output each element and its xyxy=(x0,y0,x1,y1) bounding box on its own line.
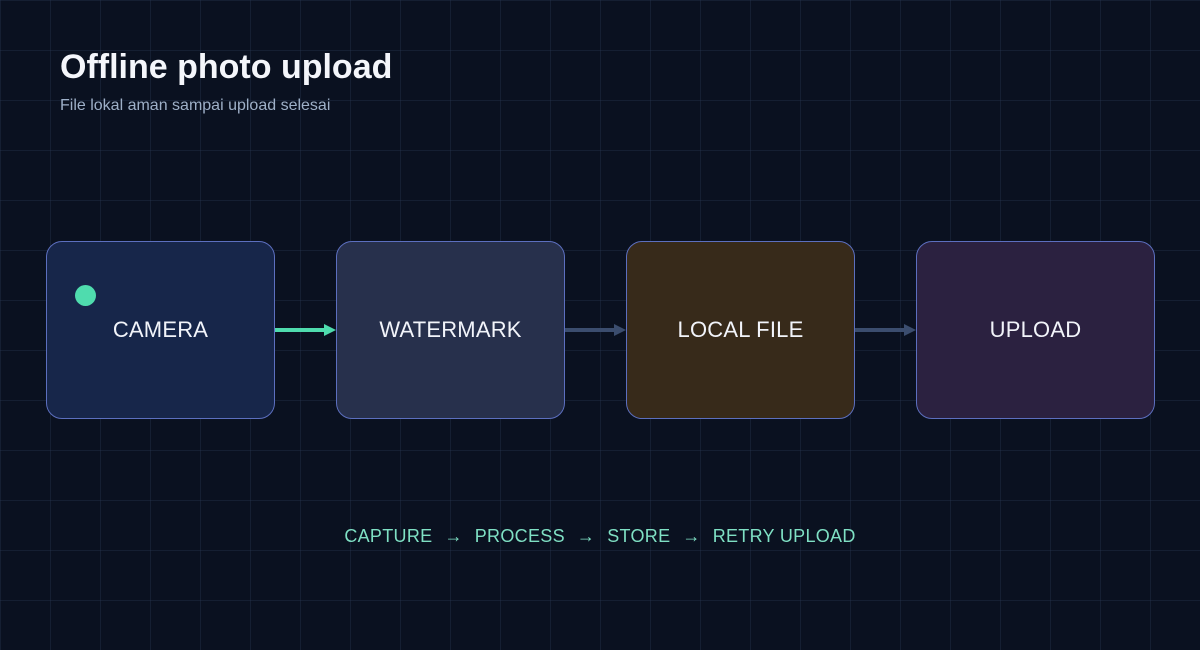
connector-watermark-local-file xyxy=(565,324,626,336)
flow-arrow-icon: → xyxy=(576,526,596,546)
node-watermark-label: WATERMARK xyxy=(379,317,522,342)
node-upload-label: UPLOAD xyxy=(989,317,1082,342)
connector-local-file-upload xyxy=(855,324,916,336)
flow-step-capture: CAPTURE xyxy=(344,526,433,546)
flow-step-store: STORE xyxy=(607,526,671,546)
node-upload[interactable]: UPLOAD xyxy=(916,241,1155,419)
active-status-dot-icon xyxy=(75,285,96,306)
flow-step-retry-upload: RETRY UPLOAD xyxy=(712,526,856,546)
flow-arrow-icon: → xyxy=(682,526,701,546)
page-subtitle: File lokal aman sampai upload selesai xyxy=(60,97,331,114)
node-local-file-label: LOCAL FILE xyxy=(677,317,804,342)
flow-step-process: PROCESS xyxy=(474,526,565,546)
flow-summary: CAPTURE → PROCESS → STORE → RETRY UPLOAD xyxy=(0,524,1200,548)
connector-camera-watermark xyxy=(275,324,336,336)
page-title: Offline photo upload xyxy=(60,48,393,86)
flow-arrow-icon: → xyxy=(444,526,463,546)
node-camera[interactable]: CAMERA xyxy=(46,241,275,419)
node-watermark[interactable]: WATERMARK xyxy=(336,241,565,419)
node-camera-label: CAMERA xyxy=(112,317,209,342)
node-local-file[interactable]: LOCAL FILE xyxy=(626,241,855,419)
